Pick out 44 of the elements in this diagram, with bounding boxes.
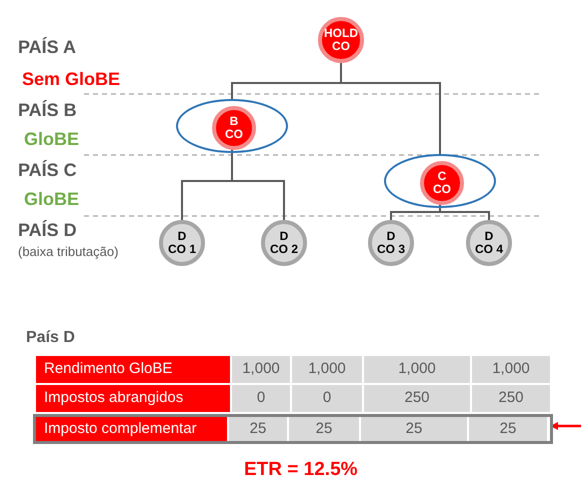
arrow [550, 422, 581, 430]
node-label: D [484, 230, 494, 243]
node-label: D [386, 230, 396, 243]
table-heading: País D [26, 328, 75, 348]
node-label: C [438, 170, 446, 183]
country-label: GloBE [24, 128, 80, 151]
value-cell: 0 [290, 385, 362, 412]
node-label: CO [332, 40, 350, 53]
value-cell: 1,000 [362, 356, 470, 383]
highlight-row-outline [33, 414, 553, 444]
country-label: PAÍS B [18, 99, 77, 122]
country-label: GloBE [24, 188, 80, 211]
value-cell: 250 [362, 385, 470, 412]
jurisdiction-ellipse [384, 154, 496, 208]
row-header-cell: Imposto complementar [36, 417, 227, 441]
value-cell: 25 [287, 417, 359, 441]
node-label: CO 2 [270, 243, 298, 256]
node-label: D [178, 230, 186, 243]
node-label: CO 1 [168, 243, 196, 256]
value-cell: 25 [227, 417, 287, 441]
value-cell: 25 [467, 417, 547, 441]
country-label: Sem GloBE [22, 68, 120, 91]
etr-note: ETR = 12.5% [244, 458, 358, 480]
country-label: (baixa tributação) [18, 243, 118, 261]
jurisdiction-ellipse [176, 99, 288, 153]
node-label: B [230, 115, 238, 128]
value-cell: 1,000 [290, 356, 362, 383]
value-cell: 250 [470, 385, 550, 412]
node-label: CO 4 [474, 243, 503, 256]
node-label: D [280, 230, 288, 243]
node-label: HOLD [324, 27, 358, 40]
node-label: CO [225, 128, 243, 141]
value-cell: 1,000 [470, 356, 550, 383]
connector-line [340, 63, 441, 154]
country-label: PAÍS C [18, 159, 77, 182]
value-cell: 25 [359, 417, 467, 441]
row-header-cell: Rendimento GloBE [36, 356, 230, 383]
country-label: PAÍS A [18, 36, 76, 59]
node-label: CO 3 [376, 243, 405, 256]
value-cell: 0 [230, 385, 290, 412]
value-cell: 1,000 [230, 356, 290, 383]
node-label: CO [433, 183, 451, 196]
country-label: PAÍS D [18, 219, 77, 242]
row-header-cell: Impostos abrangidos [36, 385, 230, 412]
